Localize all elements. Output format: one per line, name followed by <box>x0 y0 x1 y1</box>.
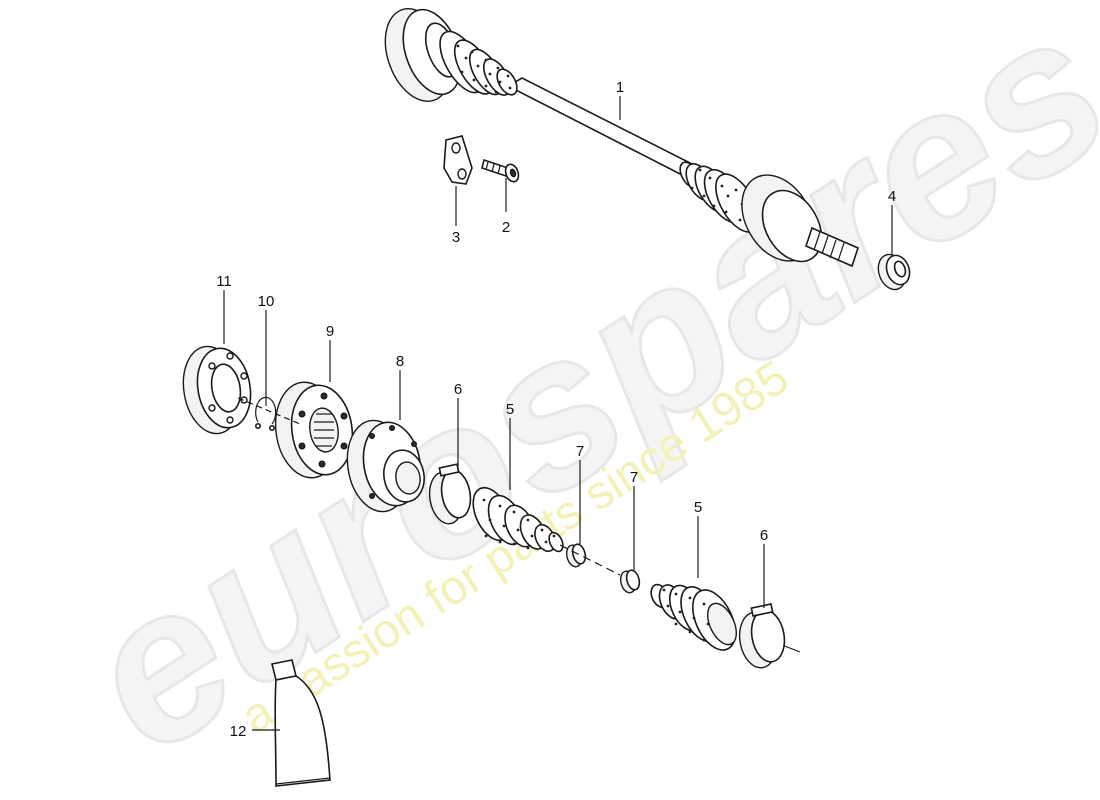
drive-shaft <box>384 8 859 268</box>
boot-left <box>472 486 564 553</box>
callout-1: 1 <box>616 79 624 96</box>
joint-hub <box>274 381 354 479</box>
small-clamp-a <box>565 543 587 568</box>
callout-11: 11 <box>216 273 232 290</box>
callout-6-right: 6 <box>760 527 768 544</box>
callout-3: 3 <box>452 229 460 246</box>
boot-right-texture <box>662 588 710 642</box>
callout-12: 12 <box>230 723 247 740</box>
callout-5-left: 5 <box>506 401 514 418</box>
callout-6-left: 6 <box>454 381 462 398</box>
callout-9: 9 <box>326 323 334 340</box>
cv-joint <box>346 419 426 513</box>
collar-nut <box>877 253 911 291</box>
callout-7-left: 7 <box>576 443 584 460</box>
assembly-axis <box>237 397 801 653</box>
callout-2: 2 <box>502 219 510 236</box>
callout-5-right: 5 <box>694 499 702 516</box>
callout-labels: 1 2 3 4 5 5 6 6 7 7 8 9 10 11 12 <box>216 79 896 740</box>
callout-8: 8 <box>396 353 404 370</box>
callout-4: 4 <box>888 188 896 205</box>
flange-cover <box>182 345 252 435</box>
boot-clamp-left <box>428 463 472 525</box>
boot-right <box>650 583 738 651</box>
leader-lines <box>223 96 893 731</box>
callout-10: 10 <box>258 293 275 310</box>
boot-left-texture <box>482 498 556 550</box>
boot-clamp-right <box>738 603 786 669</box>
small-clamp-b <box>619 569 641 594</box>
lock-plate <box>443 135 473 185</box>
bolt <box>481 158 520 183</box>
grease-tube <box>271 659 331 787</box>
callout-7-right: 7 <box>630 469 638 486</box>
